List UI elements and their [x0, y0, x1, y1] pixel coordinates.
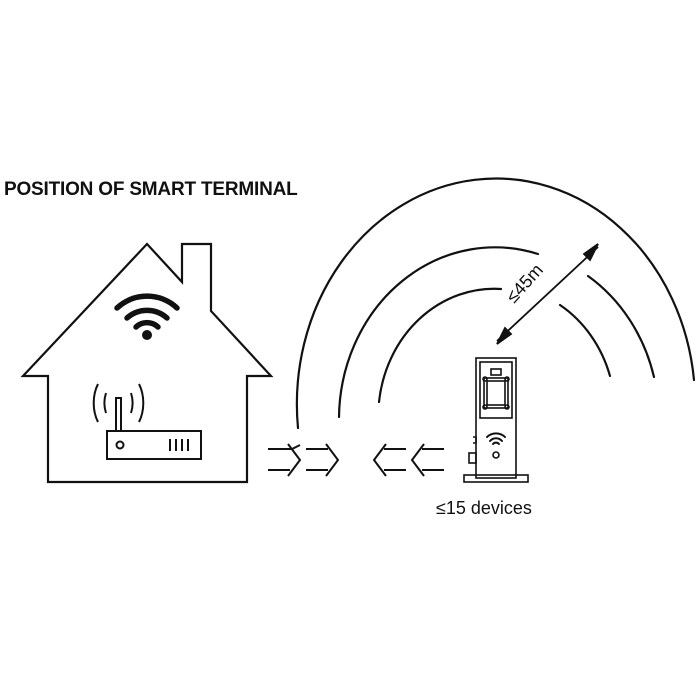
wifi-icon — [114, 293, 180, 330]
terminal-wifi-icon — [486, 432, 506, 445]
arrow-left-icon[interactable] — [372, 443, 444, 477]
arrow-right-icon[interactable] — [268, 443, 340, 477]
smart-terminal-icon — [463, 357, 529, 483]
router-icon — [92, 383, 202, 460]
wifi-dot-icon — [142, 330, 152, 340]
range-arrow-icon — [496, 243, 599, 345]
diagram-title: POSITION OF SMART TERMINAL — [4, 179, 298, 200]
devices-label: ≤15 devices — [436, 498, 532, 518]
house-icon — [20, 242, 274, 484]
terminal-button-icon — [492, 451, 500, 459]
signal-arcs — [295, 177, 696, 430]
